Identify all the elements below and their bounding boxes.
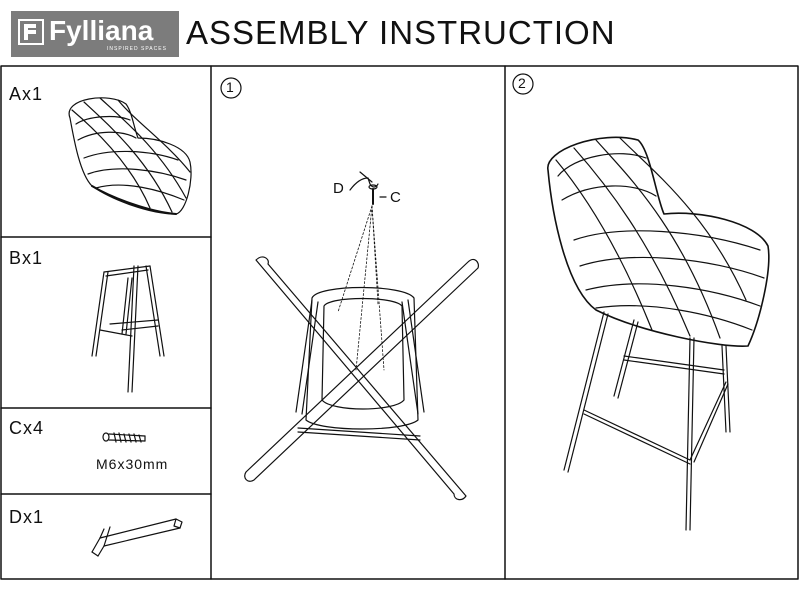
step1-number: 1 — [226, 79, 234, 95]
part-b-base-illustration — [91, 265, 165, 393]
step2-number: 2 — [518, 75, 526, 91]
part-c-label: Cx4 — [9, 418, 45, 438]
step1-callout-screw: C — [390, 189, 401, 206]
part-c-spec: M6x30mm — [96, 456, 169, 472]
part-b-label: Bx1 — [9, 248, 44, 268]
step1-assembly-illustration — [220, 77, 479, 501]
part-a-label: Ax1 — [9, 84, 44, 104]
outer-frame — [0, 65, 799, 580]
part-d-label: Dx1 — [9, 507, 45, 527]
step2-assembled-illustration — [512, 73, 770, 531]
part-d-wrench-illustration — [91, 518, 183, 557]
brand-logo: Fylliana INSPIRED SPACES — [11, 11, 179, 57]
part-a-seat-illustration — [68, 97, 192, 215]
part-c-screw-illustration — [102, 432, 146, 443]
brand-name: Fylliana — [49, 15, 154, 46]
brand-tagline: INSPIRED SPACES — [107, 46, 167, 52]
step1-callout-tool: D — [333, 180, 344, 197]
page-title: ASSEMBLY INSTRUCTION — [186, 14, 616, 51]
brand-logo-icon — [18, 19, 44, 45]
